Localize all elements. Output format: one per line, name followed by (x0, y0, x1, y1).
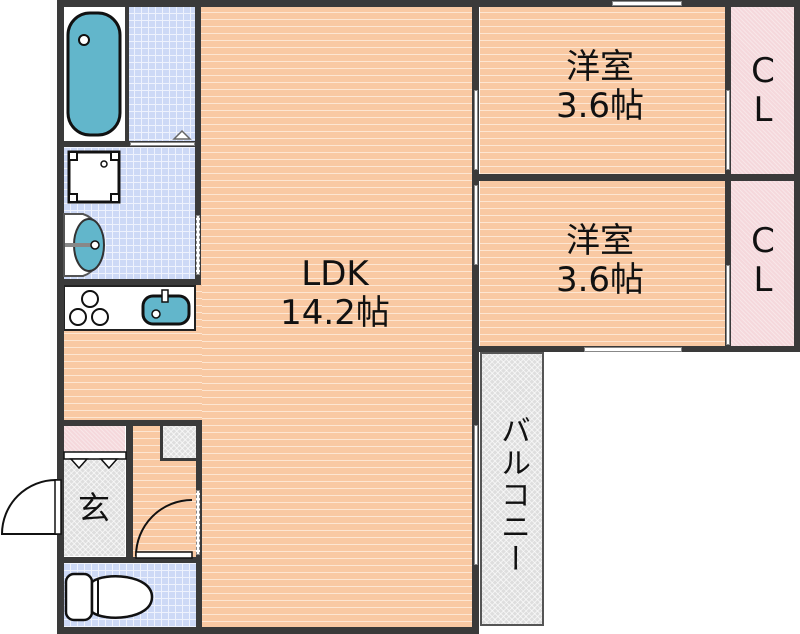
kitchen-sink-icon (141, 289, 191, 326)
balcony-label: バルコニー (495, 415, 530, 575)
shoe-rack-icon (63, 451, 127, 470)
ldk-name: LDK (301, 254, 369, 294)
ldk-label: LDK 14.2帖 (240, 254, 430, 334)
shoe-closet (63, 425, 125, 451)
entrance-label: 玄 (77, 489, 110, 527)
bedroom2-size: 3.6帖 (555, 260, 645, 301)
closet2-label: C L (731, 221, 795, 301)
bedroom2-name: 洋室 (566, 221, 634, 261)
hall-door[interactable] (196, 490, 200, 555)
ldk-size: 14.2帖 (280, 293, 390, 334)
outer-wall-left (57, 0, 64, 634)
toilet-icon (64, 572, 154, 622)
outer-wall-bottom (57, 627, 479, 634)
stove-icon (69, 290, 109, 326)
bedroom1-name: 洋室 (566, 47, 634, 87)
closet1-c: C (751, 51, 775, 91)
entrance-door-swing-icon[interactable] (0, 478, 64, 538)
closet1-label: C L (731, 51, 795, 131)
sliding-door-bedroom1[interactable] (474, 90, 478, 170)
bedroom-divider-wall (474, 174, 800, 181)
bedroom1-floor (480, 6, 725, 175)
ldk-right-wall (472, 0, 479, 634)
washroom-door[interactable] (196, 215, 200, 275)
hall-door-swing-icon[interactable] (134, 498, 196, 560)
balcony-door[interactable] (474, 425, 478, 565)
bathtub-wall (125, 6, 129, 142)
washing-machine-icon (67, 150, 121, 204)
ldk-floor (200, 6, 474, 630)
washbasin-icon (63, 213, 105, 277)
bedroom2-floor (480, 181, 725, 347)
closet-wall-1 (725, 0, 731, 352)
closet2-floor (731, 181, 795, 347)
balcony-floor (480, 352, 544, 626)
toilet-top-wall (63, 557, 200, 563)
bedroom1-label: 洋室 3.6帖 (510, 47, 690, 127)
closet1-floor (731, 6, 795, 175)
bathroom-tile (127, 6, 195, 142)
entrance-right-wall (126, 420, 133, 560)
outer-wall-top (57, 0, 799, 7)
closet1-l: L (753, 90, 773, 131)
closet2-c: C (751, 221, 775, 261)
closet2-l: L (753, 260, 773, 301)
washroom-bottom-wall (63, 279, 200, 285)
closet-door-2[interactable] (726, 265, 730, 345)
bathtub-icon (66, 11, 122, 137)
bedroom2-label: 洋室 3.6帖 (510, 221, 690, 301)
vent-icon (172, 129, 192, 140)
sliding-door-bedroom2[interactable] (474, 185, 478, 265)
pipe-space (160, 425, 196, 461)
bedroom1-size: 3.6帖 (555, 86, 645, 127)
bath-door[interactable] (130, 142, 195, 146)
window-bedroom1[interactable] (612, 1, 682, 6)
closet-door-1[interactable] (726, 90, 730, 170)
window-bedroom2[interactable] (584, 347, 682, 352)
entrance-floor (63, 451, 125, 556)
